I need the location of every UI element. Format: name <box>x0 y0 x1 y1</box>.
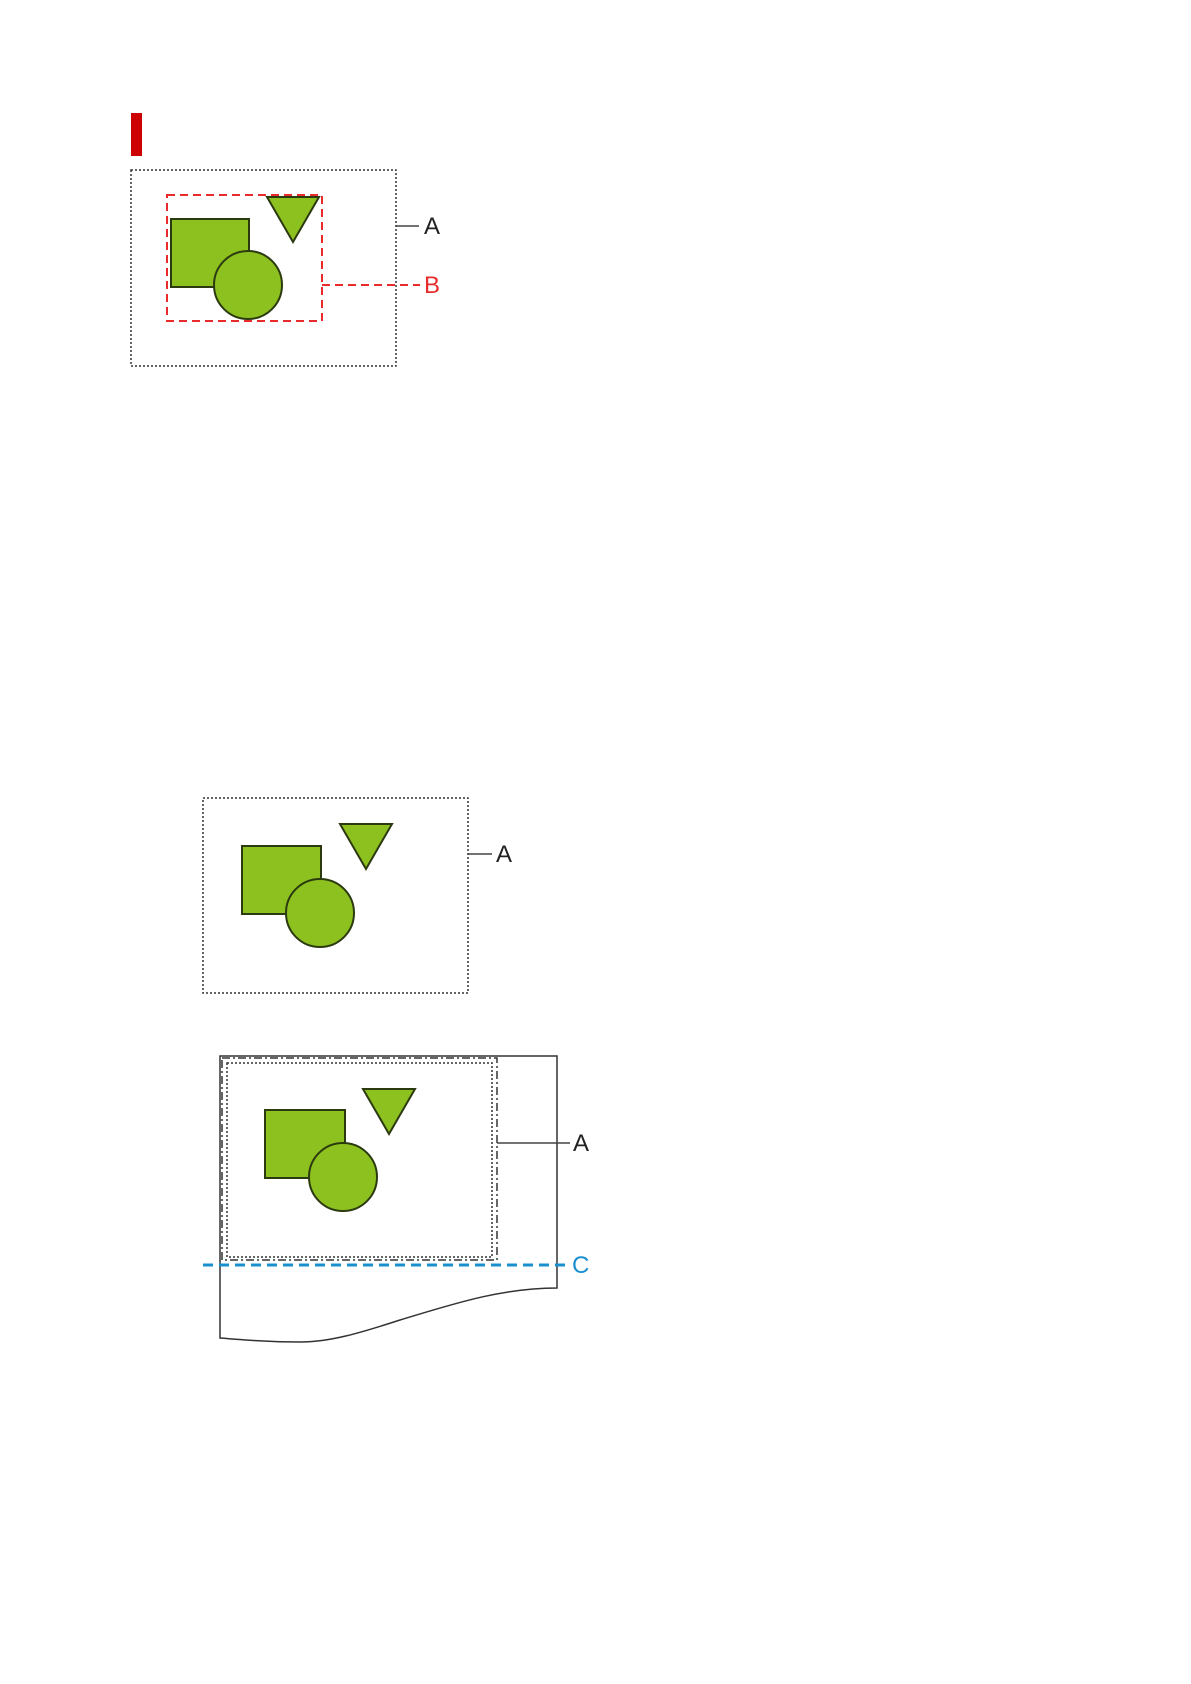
fig2-label-a: A <box>496 841 512 868</box>
fig1-triangle <box>267 197 319 242</box>
fig1-label-b: B <box>424 272 440 299</box>
figure-1: A B <box>131 170 440 366</box>
figure-3: A C <box>203 1056 589 1342</box>
figure-2: A <box>203 798 512 993</box>
fig3-label-a: A <box>573 1130 589 1157</box>
fig3-label-c: C <box>572 1252 589 1279</box>
fig2-circle <box>286 879 354 947</box>
fig1-circle <box>214 251 282 319</box>
fig3-circle <box>309 1143 377 1211</box>
fig2-triangle <box>340 824 392 869</box>
fig1-label-a: A <box>424 213 440 240</box>
